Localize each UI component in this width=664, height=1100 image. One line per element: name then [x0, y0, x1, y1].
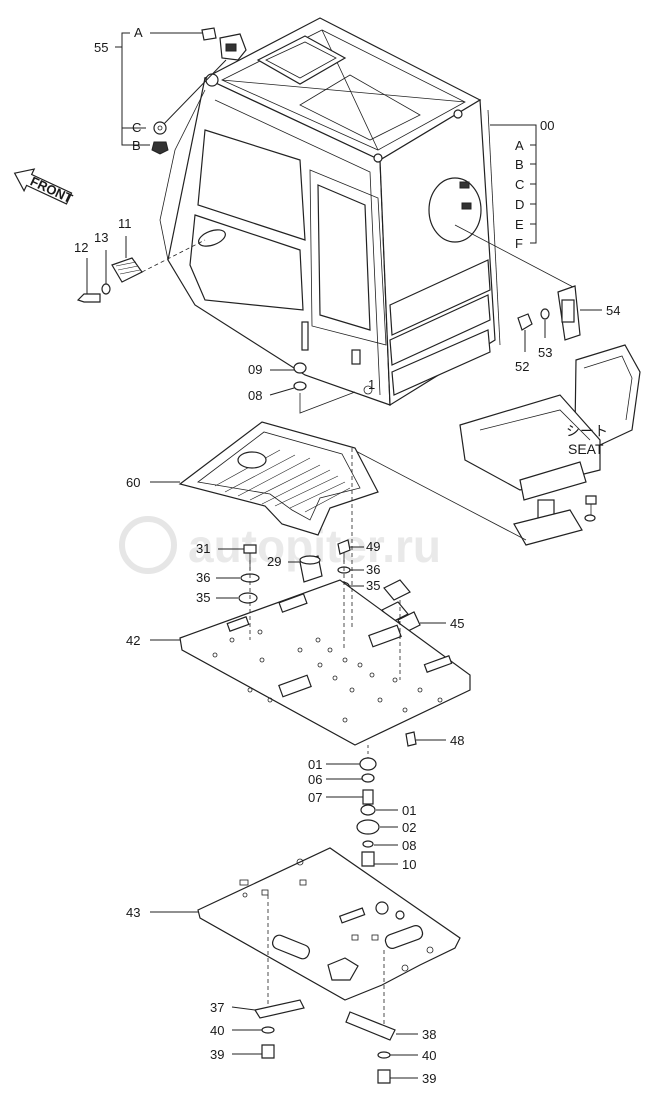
label-60: 60	[126, 475, 140, 490]
front-arrow: FRONT	[13, 168, 75, 207]
label-29: 29	[267, 554, 281, 569]
label-40a: 40	[210, 1023, 224, 1038]
label-45: 45	[450, 616, 464, 631]
label-01b: 01	[402, 803, 416, 818]
cab-assembly	[159, 17, 501, 407]
mount-stack	[326, 745, 398, 867]
seat-label-en: SEAT	[568, 441, 604, 457]
label-00: 00	[540, 118, 554, 133]
label-02: 02	[402, 820, 416, 835]
brackets-left	[231, 999, 418, 1084]
base-plate-43	[150, 847, 461, 1030]
label-53: 53	[538, 345, 552, 360]
label-fB: B	[515, 157, 524, 172]
label-12: 12	[74, 240, 88, 255]
label-52: 52	[515, 359, 529, 374]
label-31: 31	[196, 541, 210, 556]
label-37: 37	[210, 1000, 224, 1015]
label-06: 06	[308, 772, 322, 787]
door-stopper-11	[76, 236, 206, 303]
label-08b: 08	[402, 838, 416, 853]
label-C: C	[132, 120, 141, 135]
label-10: 10	[402, 857, 416, 872]
cab-mount-09-08	[269, 362, 373, 414]
label-09: 09	[248, 362, 262, 377]
label-39a: 39	[210, 1047, 224, 1062]
label-40b: 40	[422, 1048, 436, 1063]
label-A: A	[134, 25, 143, 40]
seat	[349, 344, 641, 546]
label-07: 07	[308, 790, 322, 805]
label-35a: 35	[196, 590, 210, 605]
lock-54	[454, 224, 602, 352]
label-42: 42	[126, 633, 140, 648]
floor-mat-60	[150, 421, 379, 536]
label-49: 49	[366, 539, 380, 554]
label-39b: 39	[422, 1071, 436, 1086]
label-36a: 36	[196, 570, 210, 585]
label-fE: E	[515, 217, 524, 232]
floor-plate-42	[150, 448, 471, 747]
label-55: 55	[94, 40, 108, 55]
label-11: 11	[118, 216, 132, 231]
label-fF: F	[515, 236, 523, 251]
watermark: autopiter.ru	[119, 516, 441, 574]
label-48: 48	[450, 733, 464, 748]
label-38: 38	[422, 1027, 436, 1042]
bracket-55	[115, 32, 150, 146]
roof-bracket-55	[150, 27, 247, 155]
label-fA: A	[515, 138, 524, 153]
label-fC: C	[515, 177, 524, 192]
label-01a: 01	[308, 757, 322, 772]
seat-label-jp: シート	[566, 423, 608, 439]
label-pin-1: 1	[368, 377, 375, 392]
label-36b: 36	[366, 562, 380, 577]
label-fD: D	[515, 197, 524, 212]
label-08a: 08	[248, 388, 262, 403]
label-43: 43	[126, 905, 140, 920]
front-arrow-text: FRONT	[28, 174, 75, 207]
label-13: 13	[94, 230, 108, 245]
label-35b: 35	[366, 578, 380, 593]
label-54: 54	[606, 303, 620, 318]
label-B: B	[132, 138, 141, 153]
bracket-00	[490, 124, 537, 244]
